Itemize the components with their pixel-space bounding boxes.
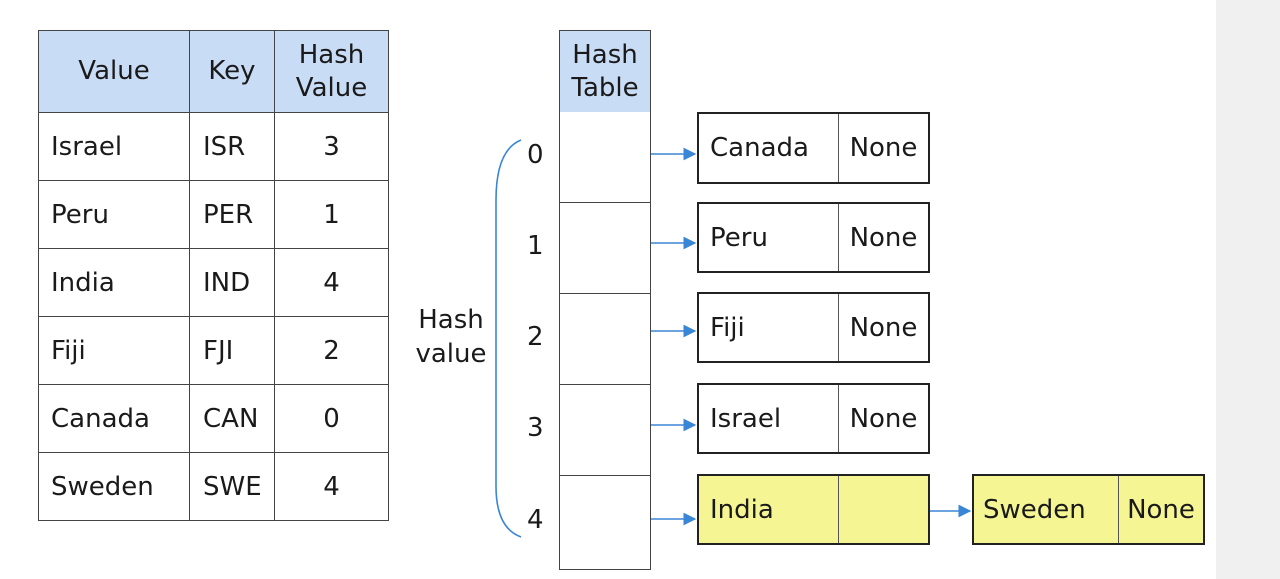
row-hash: 2 (274, 316, 389, 385)
node-next (838, 476, 928, 543)
table-row: Peru PER 1 (38, 180, 389, 249)
hash-slot-4 (560, 475, 650, 569)
hash-table-slots (559, 112, 651, 570)
node-value: Sweden (983, 494, 1086, 525)
index-label: 2 (527, 322, 544, 352)
list-node: Peru None (697, 202, 930, 273)
table-row: Canada CAN 0 (38, 384, 389, 453)
row-key: PER (189, 180, 275, 249)
row-key: FJI (189, 316, 275, 385)
node-value: Peru (710, 222, 768, 253)
node-value: Israel (710, 403, 782, 434)
row-value: Fiji (38, 316, 190, 385)
chain-node: Sweden None (972, 474, 1205, 545)
brace-icon (495, 139, 522, 538)
row-value: India (38, 248, 190, 317)
node-value: India (710, 494, 774, 525)
row-hash: 0 (274, 384, 389, 453)
hash-slot-2 (560, 293, 650, 384)
node-next: None (1118, 476, 1203, 543)
hash-slot-0 (560, 112, 650, 202)
row-value: Peru (38, 180, 190, 249)
node-next: None (838, 385, 928, 452)
hash-table-title: Hash Table (571, 40, 639, 103)
hash-slot-3 (560, 384, 650, 475)
index-label: 1 (527, 231, 544, 261)
table-header-row: Value Key Hash Value (38, 30, 389, 113)
row-value: Israel (38, 112, 190, 181)
table-row: Sweden SWE 4 (38, 452, 389, 521)
row-key: ISR (189, 112, 275, 181)
list-node: Fiji None (697, 292, 930, 363)
hash-table-header: Hash Table (559, 30, 651, 113)
list-node: Canada None (697, 112, 930, 184)
hash-slot-1 (560, 202, 650, 293)
index-label: 0 (527, 140, 544, 170)
table-row: Israel ISR 3 (38, 112, 389, 181)
diagram-canvas: Value Key Hash Value Israel ISR 3 Peru P… (0, 0, 1216, 579)
list-node: Israel None (697, 383, 930, 454)
row-key: CAN (189, 384, 275, 453)
node-value: Fiji (710, 312, 745, 343)
header-value: Value (38, 30, 190, 113)
row-hash: 4 (274, 248, 389, 317)
node-value: Canada (710, 133, 809, 163)
key-value-table: Value Key Hash Value Israel ISR 3 Peru P… (38, 30, 389, 521)
node-next: None (838, 204, 928, 271)
index-label: 3 (527, 413, 544, 443)
row-value: Canada (38, 384, 190, 453)
table-row: Fiji FJI 2 (38, 316, 389, 385)
row-key: SWE (189, 452, 275, 521)
index-label: 4 (527, 505, 544, 535)
node-next: None (838, 114, 928, 182)
list-node-collision: India (697, 474, 930, 545)
row-hash: 4 (274, 452, 389, 521)
node-next: None (838, 294, 928, 361)
hash-value-label: Hash value (415, 305, 487, 369)
